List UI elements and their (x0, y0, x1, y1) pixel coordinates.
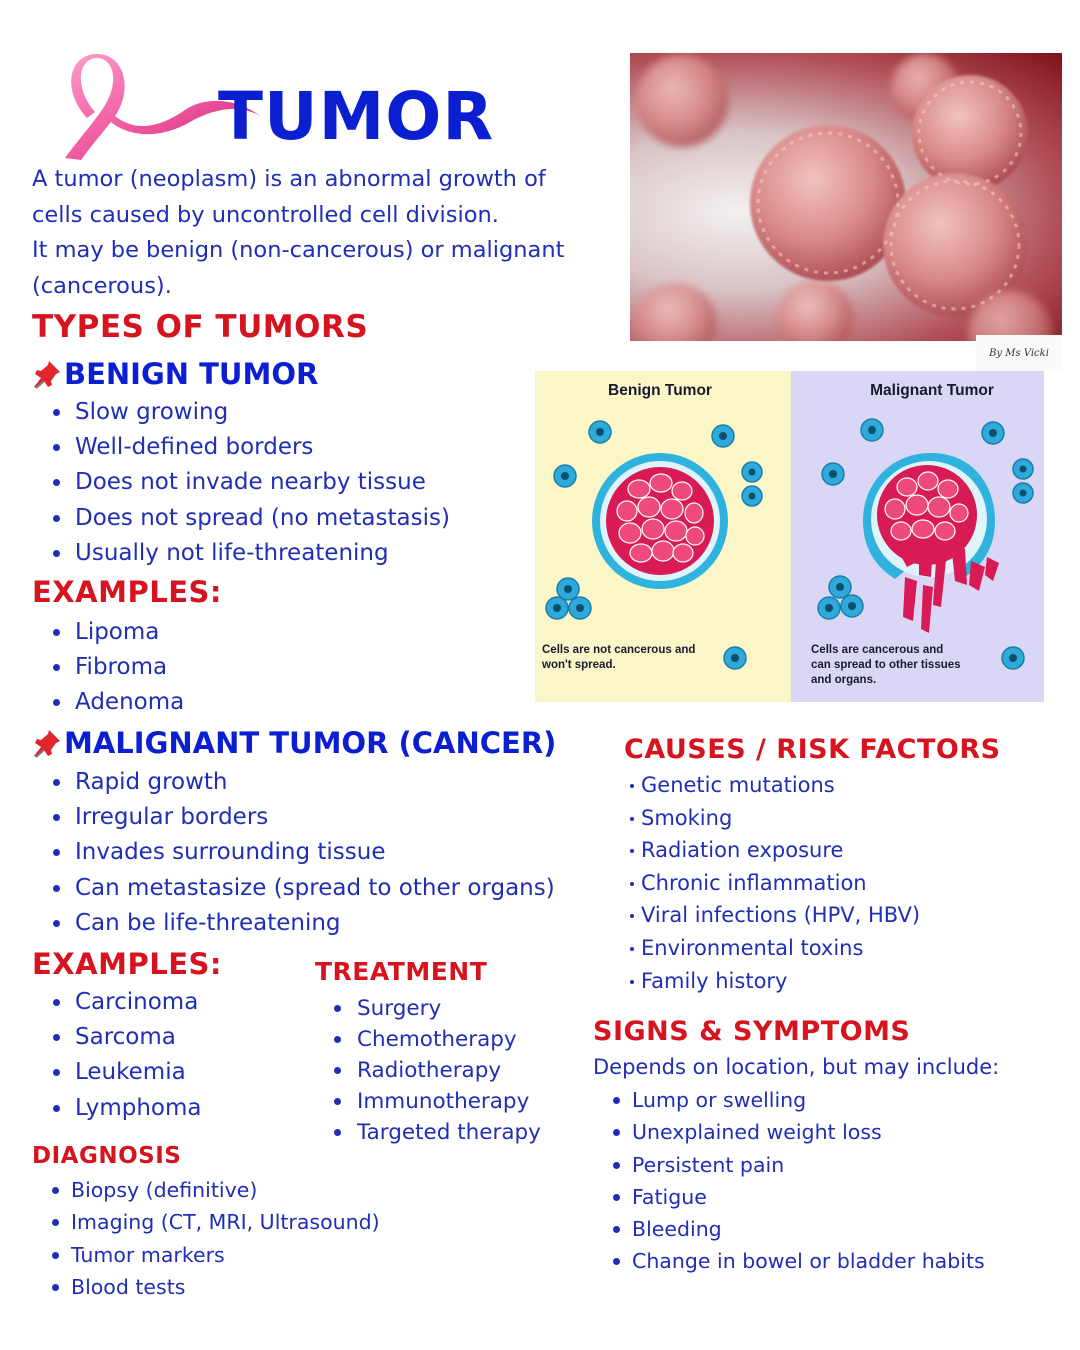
benign-examples-heading: EXAMPLES: (32, 575, 222, 609)
list-item: Invades surrounding tissue (33, 835, 593, 870)
signs-list: Lump or swelling Unexplained weight loss… (593, 1084, 1063, 1278)
list-item: Tumor markers (32, 1239, 472, 1271)
page-title: TUMOR (218, 78, 495, 155)
list-item: Viral infections (HPV, HBV) (629, 899, 1049, 932)
list-item: Lump or swelling (593, 1084, 1063, 1116)
intro-line: cells caused by uncontrolled cell divisi… (32, 201, 499, 228)
list-item: Sarcoma (33, 1020, 293, 1055)
list-item: Can metastasize (spread to other organs) (33, 871, 593, 906)
list-item: Change in bowel or bladder habits (593, 1245, 1063, 1277)
list-item: Does not invade nearby tissue (33, 465, 513, 500)
list-item: Irregular borders (33, 800, 593, 835)
benign-list: Slow growing Well-defined borders Does n… (33, 395, 513, 571)
benign-tumor (592, 453, 728, 589)
list-item: Slow growing (33, 395, 513, 430)
malignant-list: Rapid growth Irregular borders Invades s… (33, 765, 593, 941)
list-item: Can be life-threatening (33, 906, 593, 941)
list-item: Persistent pain (593, 1149, 1063, 1181)
diagnosis-list: Biopsy (definitive) Imaging (CT, MRI, Ul… (32, 1174, 472, 1303)
list-item: Environmental toxins (629, 932, 1049, 965)
malignant-heading-label: MALIGNANT TUMOR (CANCER) (64, 725, 557, 760)
list-item: Family history (629, 965, 1049, 998)
causes-heading: CAUSES / RISK FACTORS (624, 734, 1001, 765)
diagnosis-heading: DIAGNOSIS (32, 1143, 182, 1169)
malignant-caption-1: Cells are cancerous and (811, 644, 943, 656)
malignant-caption-2: can spread to other tissues (811, 659, 961, 671)
malignant-panel-title: Malignant Tumor (870, 382, 994, 399)
list-item: Radiation exposure (629, 834, 1049, 867)
list-item: Usually not life-threatening (33, 536, 513, 571)
list-item: Smoking (629, 802, 1049, 835)
malignant-cell-nuclei (825, 426, 1027, 662)
types-heading: TYPES OF TUMORS (32, 309, 369, 345)
benign-caption-1: Cells are not cancerous and (542, 644, 695, 656)
list-item: Fatigue (593, 1181, 1063, 1213)
list-item: Adenoma (33, 685, 433, 720)
signs-intro: Depends on location, but may include: (593, 1055, 1000, 1079)
benign-cell-nuclei (553, 428, 756, 662)
list-item: Targeted therapy (315, 1117, 575, 1148)
intro-line: A tumor (neoplasm) is an abnormal growth… (32, 166, 546, 192)
intro-paragraph: A tumor (neoplasm) is an abnormal growth… (32, 162, 602, 304)
list-item: Fibroma (33, 650, 433, 685)
benign-panel-title: Benign Tumor (608, 382, 712, 399)
pushpin-icon (34, 730, 60, 758)
list-item: Bleeding (593, 1213, 1063, 1245)
list-item: Surgery (315, 993, 575, 1024)
benign-heading: BENIGN TUMOR (32, 359, 318, 389)
list-item: Carcinoma (33, 985, 293, 1020)
list-item: Lipoma (33, 615, 433, 650)
list-item: Radiotherapy (315, 1055, 575, 1086)
malignant-caption-3: and organs. (811, 674, 876, 686)
list-item: Unexplained weight loss (593, 1116, 1063, 1148)
list-item: Well-defined borders (33, 430, 513, 465)
list-item: Leukemia (33, 1055, 293, 1090)
cancer-cell-photo (630, 53, 1062, 341)
treatment-list: Surgery Chemotherapy Radiotherapy Immuno… (315, 993, 575, 1148)
pushpin-icon (34, 361, 60, 389)
signs-heading: SIGNS & SYMPTOMS (593, 1016, 911, 1047)
benign-caption-2: won't spread. (541, 659, 616, 671)
intro-line: (cancerous). (32, 272, 172, 299)
pink-ribbon-icon (65, 54, 260, 160)
benign-heading-label: BENIGN TUMOR (64, 356, 319, 391)
list-item: Blood tests (32, 1271, 472, 1303)
malignant-examples-heading: EXAMPLES: (32, 947, 222, 981)
treatment-heading: TREATMENT (315, 957, 488, 986)
malignant-heading: MALIGNANT TUMOR (CANCER) (32, 728, 556, 758)
malignant-tumor (863, 453, 999, 633)
list-item: Imaging (CT, MRI, Ultrasound) (32, 1206, 472, 1238)
signature: By Ms Vicki (976, 335, 1062, 371)
list-item: Rapid growth (33, 765, 593, 800)
list-item: Chronic inflammation (629, 867, 1049, 900)
benign-examples-list: Lipoma Fibroma Adenoma (33, 615, 433, 721)
list-item: Lymphoma (33, 1091, 293, 1126)
list-item: Does not spread (no metastasis) (33, 501, 513, 536)
tumor-comparison-diagram: Benign Tumor Malignant Tumor Cells are n… (535, 371, 1044, 702)
malignant-examples-list: Carcinoma Sarcoma Leukemia Lymphoma (33, 985, 293, 1126)
intro-line: It may be benign (non-cancerous) or mali… (32, 237, 565, 263)
list-item: Biopsy (definitive) (32, 1174, 472, 1206)
causes-list: Genetic mutations Smoking Radiation expo… (629, 769, 1049, 997)
list-item: Immunotherapy (315, 1086, 575, 1117)
list-item: Chemotherapy (315, 1024, 575, 1055)
list-item: Genetic mutations (629, 769, 1049, 802)
